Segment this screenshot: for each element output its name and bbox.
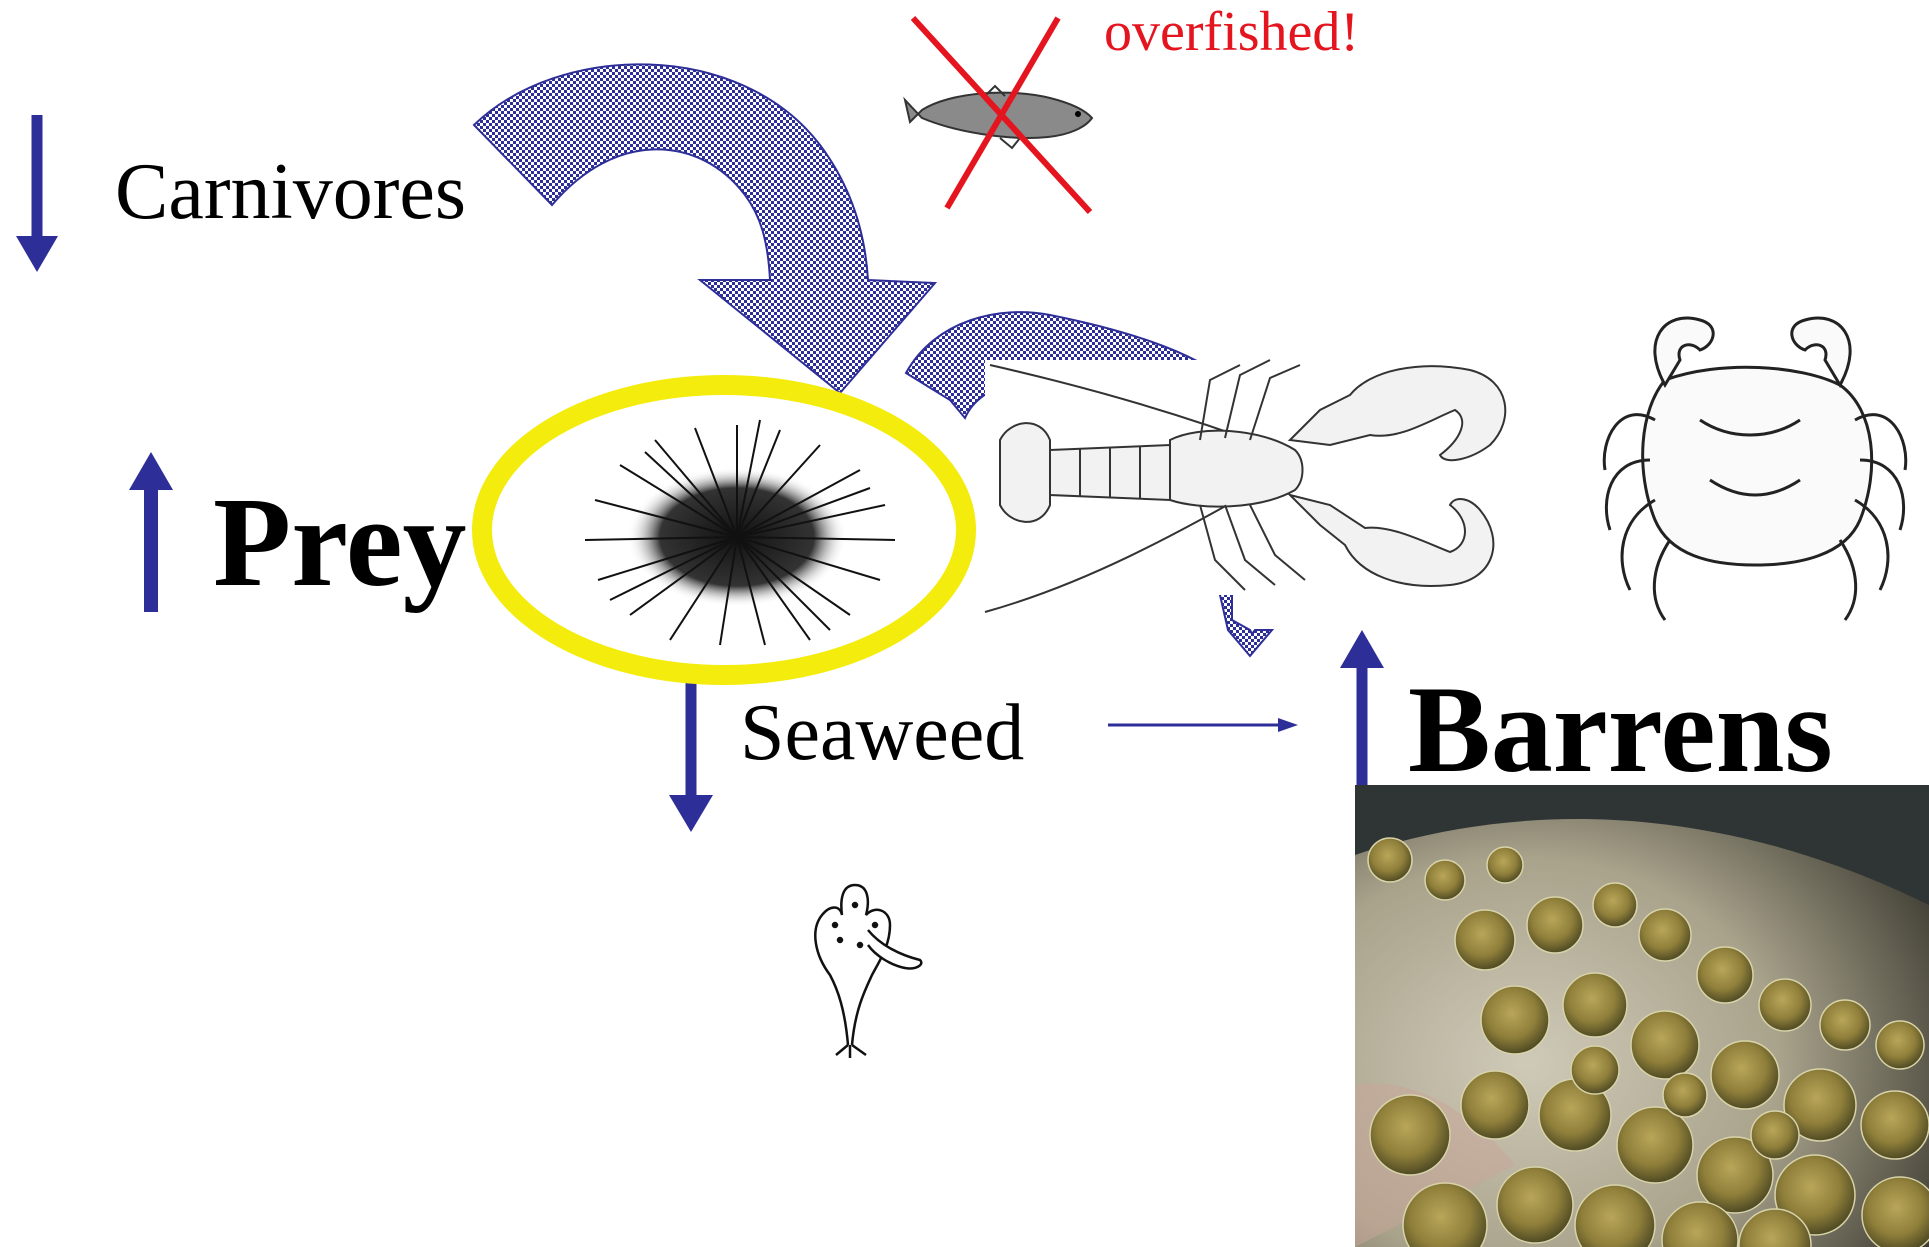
prey-up-arrow (129, 452, 173, 612)
overfished-label: overfished! (1104, 4, 1359, 60)
barrens-up-arrow (1340, 630, 1384, 790)
prey-label: Prey (213, 478, 467, 606)
kelp-icon (815, 885, 921, 1058)
carnivores-down-arrow (16, 115, 58, 272)
barrens-label: Barrens (1408, 668, 1833, 792)
seaweed-down-arrow (669, 672, 713, 832)
lobster-icon (985, 360, 1505, 612)
carnivores-label: Carnivores (115, 152, 466, 232)
seaweed-to-barrens-arrow (1108, 718, 1298, 732)
predation-arrow-large (474, 64, 935, 393)
seaweed-label: Seaweed (740, 693, 1024, 773)
crab-icon (1604, 318, 1906, 620)
urchin-barrens-photo (1355, 785, 1929, 1247)
sea-urchin-icon (585, 420, 895, 645)
